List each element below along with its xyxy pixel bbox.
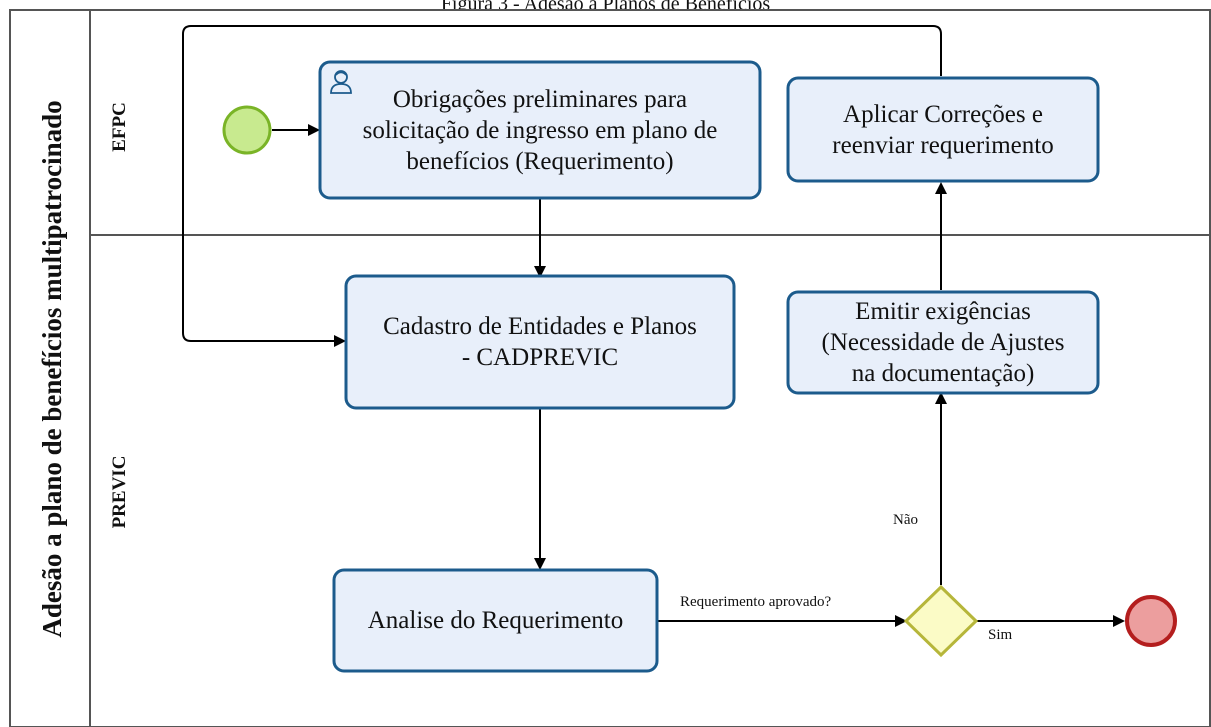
- task-emitir[interactable]: [786, 290, 1100, 395]
- lane-label-efpc: EFPC: [109, 102, 130, 152]
- pool-label: Adesão a plano de benefícios multipatroc…: [37, 100, 67, 638]
- end-event[interactable]: [1125, 595, 1177, 647]
- gateway-yes-label: Sim: [988, 627, 1013, 643]
- user-icon: [330, 70, 352, 94]
- task-aplicar[interactable]: [786, 76, 1100, 183]
- task-obrigacoes[interactable]: [318, 60, 762, 200]
- task-cadastro[interactable]: [344, 274, 736, 410]
- flow-aplicar-to-cadastro: [182, 25, 942, 347]
- start-event[interactable]: [222, 105, 272, 155]
- gateway-no-label: Não: [893, 512, 918, 528]
- lane-label-previc: PREVIC: [109, 455, 130, 529]
- gateway-question-label: Requerimento aprovado?: [680, 594, 832, 610]
- approval-gateway[interactable]: [903, 584, 979, 658]
- task-analise[interactable]: [332, 568, 659, 673]
